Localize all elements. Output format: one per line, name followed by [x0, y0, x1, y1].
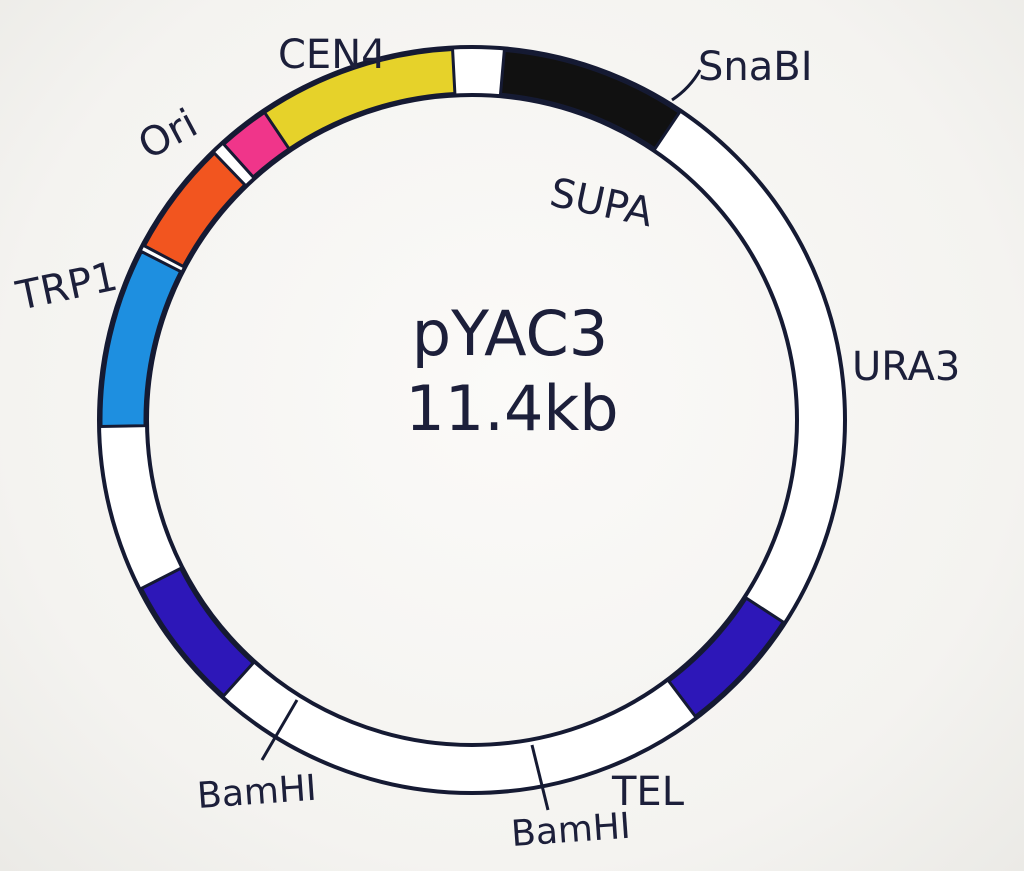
- inner-ring: [145, 93, 799, 747]
- segment-tel-left: [139, 566, 256, 698]
- outer-ring: [97, 45, 847, 795]
- ori-label: Ori: [131, 100, 205, 168]
- bamhi-left-label: BamHI: [196, 768, 318, 817]
- snabi-leader-line: [671, 69, 702, 102]
- trp1-label: TRP1: [12, 254, 122, 320]
- bamhi-bottom-leader-line: [530, 744, 550, 811]
- cen4-label: CEN4: [278, 32, 387, 78]
- supa-label: SUPA: [546, 170, 658, 237]
- bamhi-bottom-label: BamHI: [510, 806, 632, 855]
- segment-tel-right: [666, 596, 786, 719]
- bamhi-left-leader-line: [260, 699, 299, 761]
- plasmid-name: pYAC3: [412, 297, 608, 370]
- tel-label: TEL: [611, 769, 685, 815]
- plasmid-size: 11.4kb: [405, 372, 618, 445]
- snabi-label: SnaBI: [698, 44, 813, 90]
- ura3-label: URA3: [852, 344, 960, 390]
